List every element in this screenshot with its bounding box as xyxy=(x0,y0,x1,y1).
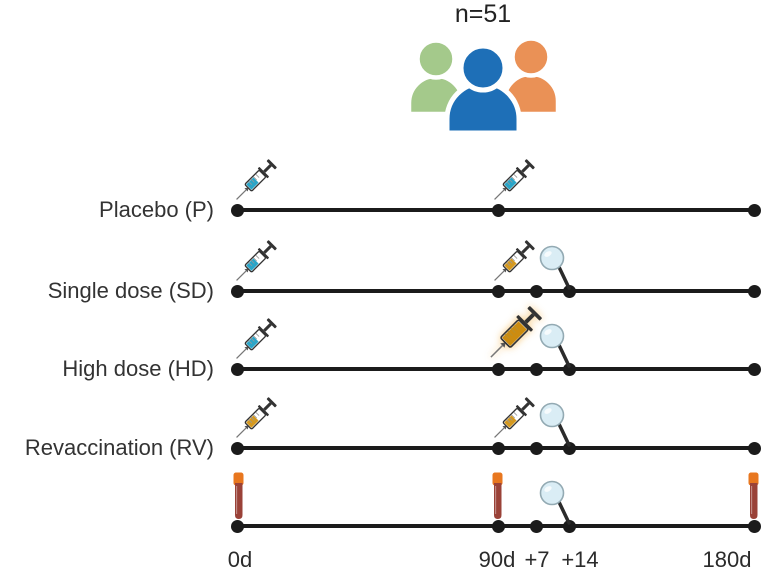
blood-tube-icon xyxy=(233,472,243,519)
timeline-dot xyxy=(529,519,543,533)
timeline-dot xyxy=(562,441,576,455)
syringe-icon xyxy=(236,240,277,281)
magnifier-icon xyxy=(539,245,571,290)
syringe-icon xyxy=(494,159,535,200)
timeline-dot xyxy=(491,441,505,455)
syringe-icon xyxy=(236,318,277,359)
syringe-icon xyxy=(494,397,535,438)
timeline-dot xyxy=(747,362,761,376)
cohort-size-label: n=51 xyxy=(454,0,512,28)
timeline-dot xyxy=(230,441,244,455)
person-center-icon xyxy=(444,43,522,136)
timeline-dot xyxy=(491,284,505,298)
group-label-high-dose: High dose (HD) xyxy=(62,356,214,381)
timeline-dot xyxy=(562,519,576,533)
timeline-dot xyxy=(230,362,244,376)
timeline-dot xyxy=(491,203,505,217)
timeline-dot xyxy=(747,284,761,298)
group-label-revaccination: Revaccination (RV) xyxy=(24,435,214,460)
axis-label-90d: 90d xyxy=(478,547,516,572)
group-label-placebo: Placebo (P) xyxy=(99,197,214,222)
person-left-icon xyxy=(406,38,466,117)
timeline-dot xyxy=(747,519,761,533)
person-right-icon xyxy=(501,36,561,117)
axis-label-plus14: +14 xyxy=(561,547,599,572)
timeline-dot xyxy=(491,362,505,376)
axis-label-plus7: +7 xyxy=(524,547,550,572)
timeline-dot xyxy=(491,519,505,533)
magnifier-icon xyxy=(539,402,571,447)
syringe-icon-high-dose xyxy=(490,306,542,358)
blood-tube-icon xyxy=(492,472,502,519)
timeline-dot xyxy=(529,362,543,376)
blood-tube-icon xyxy=(748,472,758,519)
timeline-dot xyxy=(230,284,244,298)
timeline-dot xyxy=(230,519,244,533)
timeline-dot xyxy=(747,203,761,217)
timeline-dot xyxy=(529,284,543,298)
group-label-single-dose: Single dose (SD) xyxy=(47,278,214,303)
syringe-icon xyxy=(236,159,277,200)
magnifier-icon xyxy=(539,480,571,525)
timeline-dot xyxy=(747,441,761,455)
syringe-icon xyxy=(236,397,277,438)
people-group-icon xyxy=(406,36,561,136)
timeline-dot xyxy=(562,362,576,376)
timeline-dot xyxy=(230,203,244,217)
axis-label-180d: 180d xyxy=(702,547,752,572)
timeline-dot xyxy=(562,284,576,298)
magnifier-icon xyxy=(539,323,571,368)
axis-label-0d: 0d xyxy=(227,547,253,572)
timeline-dot xyxy=(529,441,543,455)
syringe-icon xyxy=(494,240,535,281)
